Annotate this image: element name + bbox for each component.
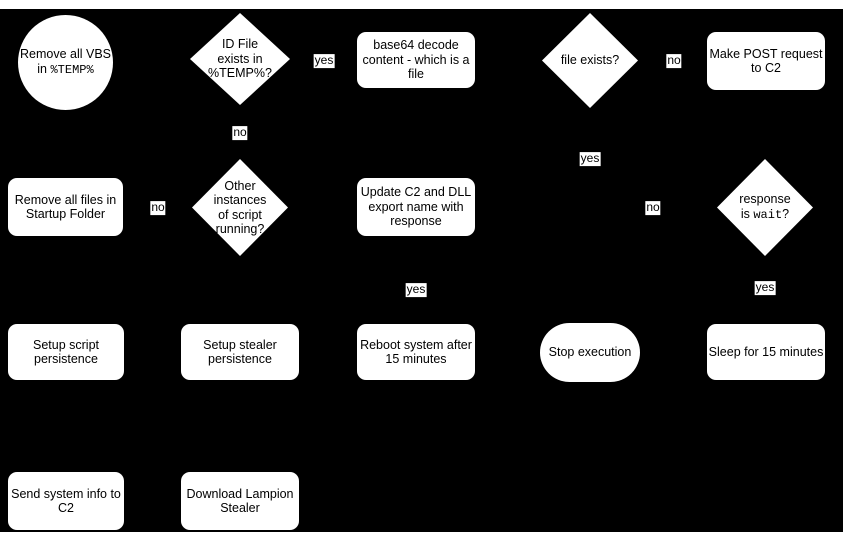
node-id-file-exists-label: ID File exists in %TEMP%? — [208, 37, 272, 81]
edge-label-idfile-no: no — [232, 125, 248, 140]
text-line: Reboot system after — [360, 337, 472, 352]
text-line: Remove all VBS — [19, 47, 111, 62]
node-setup-stealer-persistence-label: Setup stealer persistence — [203, 338, 277, 367]
text-line: Startup Folder — [25, 207, 106, 221]
edge-label-update-yes: yes — [405, 282, 427, 297]
node-base64-decode: base64 decode content - which is a file — [357, 32, 475, 88]
edge-label-fileexists-no: no — [666, 53, 682, 68]
text-part: in — [37, 61, 51, 76]
node-file-exists-diamond: file exists? — [542, 13, 638, 108]
text-part-mono: wait — [753, 207, 783, 222]
node-remove-startup-files-label: Remove all files in Startup Folder — [15, 193, 116, 222]
node-remove-startup-files: Remove all files in Startup Folder — [8, 178, 123, 236]
text-line: Stop execution — [548, 345, 632, 360]
node-other-instances-label: Other instances of script running? — [214, 179, 267, 237]
text-line: response — [739, 192, 791, 207]
edge-label-idfile-yes: yes — [313, 53, 335, 68]
text-line: file — [408, 67, 424, 82]
node-response-is-wait-diamond: response is wait? — [717, 159, 813, 256]
node-download-lampion-label: Download Lampion Stealer — [186, 487, 293, 516]
text-part: ? — [782, 206, 790, 221]
text-line: %TEMP%? — [208, 66, 272, 81]
text-line: file exists? — [560, 53, 620, 68]
node-remove-vbs-label: Remove all VBS in %TEMP% — [20, 47, 111, 77]
text-line: Make POST request — [709, 46, 823, 61]
node-other-instances-diamond: Other instances of script running? — [192, 159, 288, 256]
node-stop-execution-terminator: Stop execution — [540, 323, 640, 382]
edge-label-wait-no: no — [645, 200, 661, 215]
text-line: to C2 — [751, 61, 781, 75]
node-base64-decode-label: base64 decode content - which is a file — [363, 38, 470, 82]
node-setup-script-persistence-label: Setup script persistence — [33, 338, 99, 367]
node-send-system-info: Send system info to C2 — [8, 472, 124, 530]
text-line: export name with — [368, 199, 464, 214]
node-send-system-info-label: Send system info to C2 — [11, 487, 121, 516]
edge-label-wait-yes: yes — [754, 280, 776, 295]
text-line: base64 decode — [373, 38, 459, 53]
text-line: Sleep for 15 minutes — [708, 344, 824, 359]
text-line: exists in — [217, 51, 263, 66]
text-line: persistence — [208, 352, 272, 366]
node-update-c2-dll-label: Update C2 and DLL export name with respo… — [361, 185, 472, 229]
node-setup-script-persistence: Setup script persistence — [8, 324, 124, 380]
edge-label-instances-no: no — [150, 200, 166, 215]
text-line: persistence — [34, 352, 98, 366]
text-line: Other — [224, 178, 256, 193]
text-line: content - which is a — [362, 52, 470, 67]
text-line: Setup stealer — [203, 337, 277, 352]
text-line: 15 minutes — [385, 352, 447, 366]
text-line: C2 — [58, 501, 74, 515]
node-remove-vbs-circle: Remove all VBS in %TEMP% — [18, 15, 113, 110]
node-id-file-exists-diamond: ID File exists in %TEMP%? — [190, 13, 290, 105]
text-line: ID File — [221, 37, 259, 52]
node-sleep-15-minutes-label: Sleep for 15 minutes — [709, 345, 824, 360]
text-part-mono: %TEMP% — [50, 62, 94, 77]
diagram-background — [0, 9, 843, 532]
text-line: Send system info to — [11, 486, 121, 501]
node-reboot-system: Reboot system after 15 minutes — [357, 324, 475, 380]
text-line: running? — [215, 222, 265, 236]
node-update-c2-dll: Update C2 and DLL export name with respo… — [357, 178, 475, 236]
text-line: of script — [218, 207, 262, 222]
text-line: Remove all files in — [14, 192, 117, 207]
text-line: response — [390, 214, 442, 229]
text-line: Stealer — [220, 501, 260, 515]
node-make-post-request-label: Make POST request to C2 — [709, 47, 822, 76]
node-file-exists-label: file exists? — [561, 53, 619, 68]
node-stop-execution-label: Stop execution — [549, 345, 632, 360]
text-line: Download Lampion — [186, 486, 294, 501]
edge-label-fileexists-yes: yes — [579, 151, 601, 166]
text-line: is wait? — [739, 207, 790, 223]
node-sleep-15-minutes: Sleep for 15 minutes — [707, 324, 825, 380]
node-make-post-request: Make POST request to C2 — [707, 32, 825, 90]
node-reboot-system-label: Reboot system after 15 minutes — [360, 338, 472, 367]
text-part: is — [740, 206, 754, 221]
text-line: Update C2 and DLL — [360, 185, 472, 200]
node-download-lampion: Download Lampion Stealer — [181, 472, 299, 530]
node-response-is-wait-label: response is wait? — [739, 192, 790, 222]
text-line: Setup script — [32, 337, 99, 352]
text-line: instances — [213, 193, 267, 207]
node-setup-stealer-persistence: Setup stealer persistence — [181, 324, 299, 380]
text-line: in %TEMP% — [20, 62, 111, 78]
